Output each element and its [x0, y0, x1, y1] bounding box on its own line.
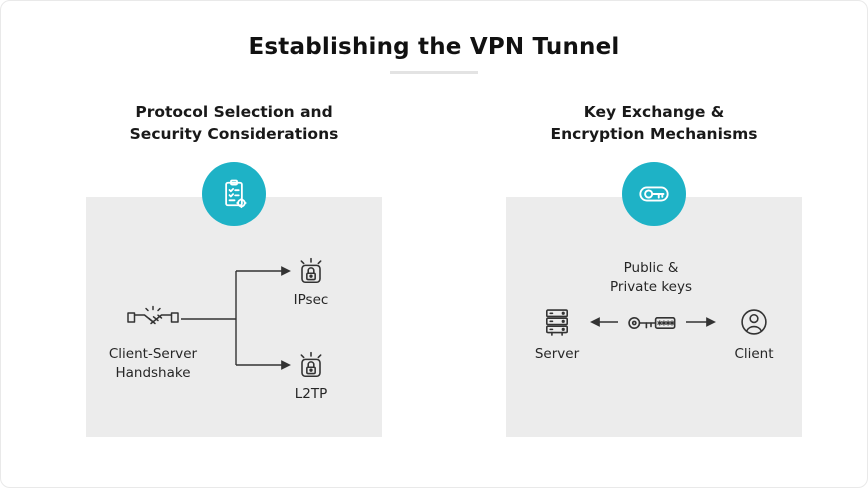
key-exchange-panel: Public & Private keys Server	[506, 197, 802, 437]
key-exchange-badge	[622, 162, 686, 226]
title-underline	[390, 71, 478, 74]
handshake-icon	[127, 301, 179, 335]
page-title: Establishing the VPN Tunnel	[248, 34, 620, 60]
keys-label-line1: Public &	[623, 260, 679, 276]
server-label: Server	[534, 346, 580, 362]
key-exchange-heading-line2: Encryption Mechanisms	[550, 125, 758, 144]
protocol-panel: Client-Server Handshake IPsec	[86, 197, 382, 437]
branch-connector-lines	[181, 266, 291, 370]
protocol-badge	[202, 162, 266, 226]
protocol-heading-line1: Protocol Selection and	[135, 103, 333, 121]
key-exchange-heading-line1: Key Exchange &	[583, 103, 725, 121]
exchange-arrow-lines	[590, 317, 716, 327]
protocol-panel-heading: Protocol Selection and Security Consider…	[86, 101, 382, 146]
ipsec-label: IPsec	[293, 292, 329, 308]
server-icon	[539, 305, 575, 339]
handshake-label-line2: Handshake	[115, 364, 191, 381]
secure-lock-icon	[294, 347, 328, 383]
client-label: Client	[734, 346, 774, 362]
protocol-heading-line2: Security Considerations	[129, 125, 339, 144]
handshake-label: Client-Server Handshake	[86, 345, 220, 383]
l2tp-label: L2TP	[294, 386, 328, 402]
keys-label-line2: Private keys	[609, 278, 693, 295]
checklist-clipboard-icon	[216, 176, 252, 212]
key-password-icon	[620, 308, 682, 338]
key-icon	[635, 175, 673, 213]
secure-lock-icon	[294, 253, 328, 289]
keys-label: Public & Private keys	[571, 259, 731, 297]
key-exchange-panel-heading: Key Exchange & Encryption Mechanisms	[506, 101, 802, 146]
handshake-label-line1: Client-Server	[108, 346, 198, 362]
user-circle-icon	[736, 305, 772, 339]
